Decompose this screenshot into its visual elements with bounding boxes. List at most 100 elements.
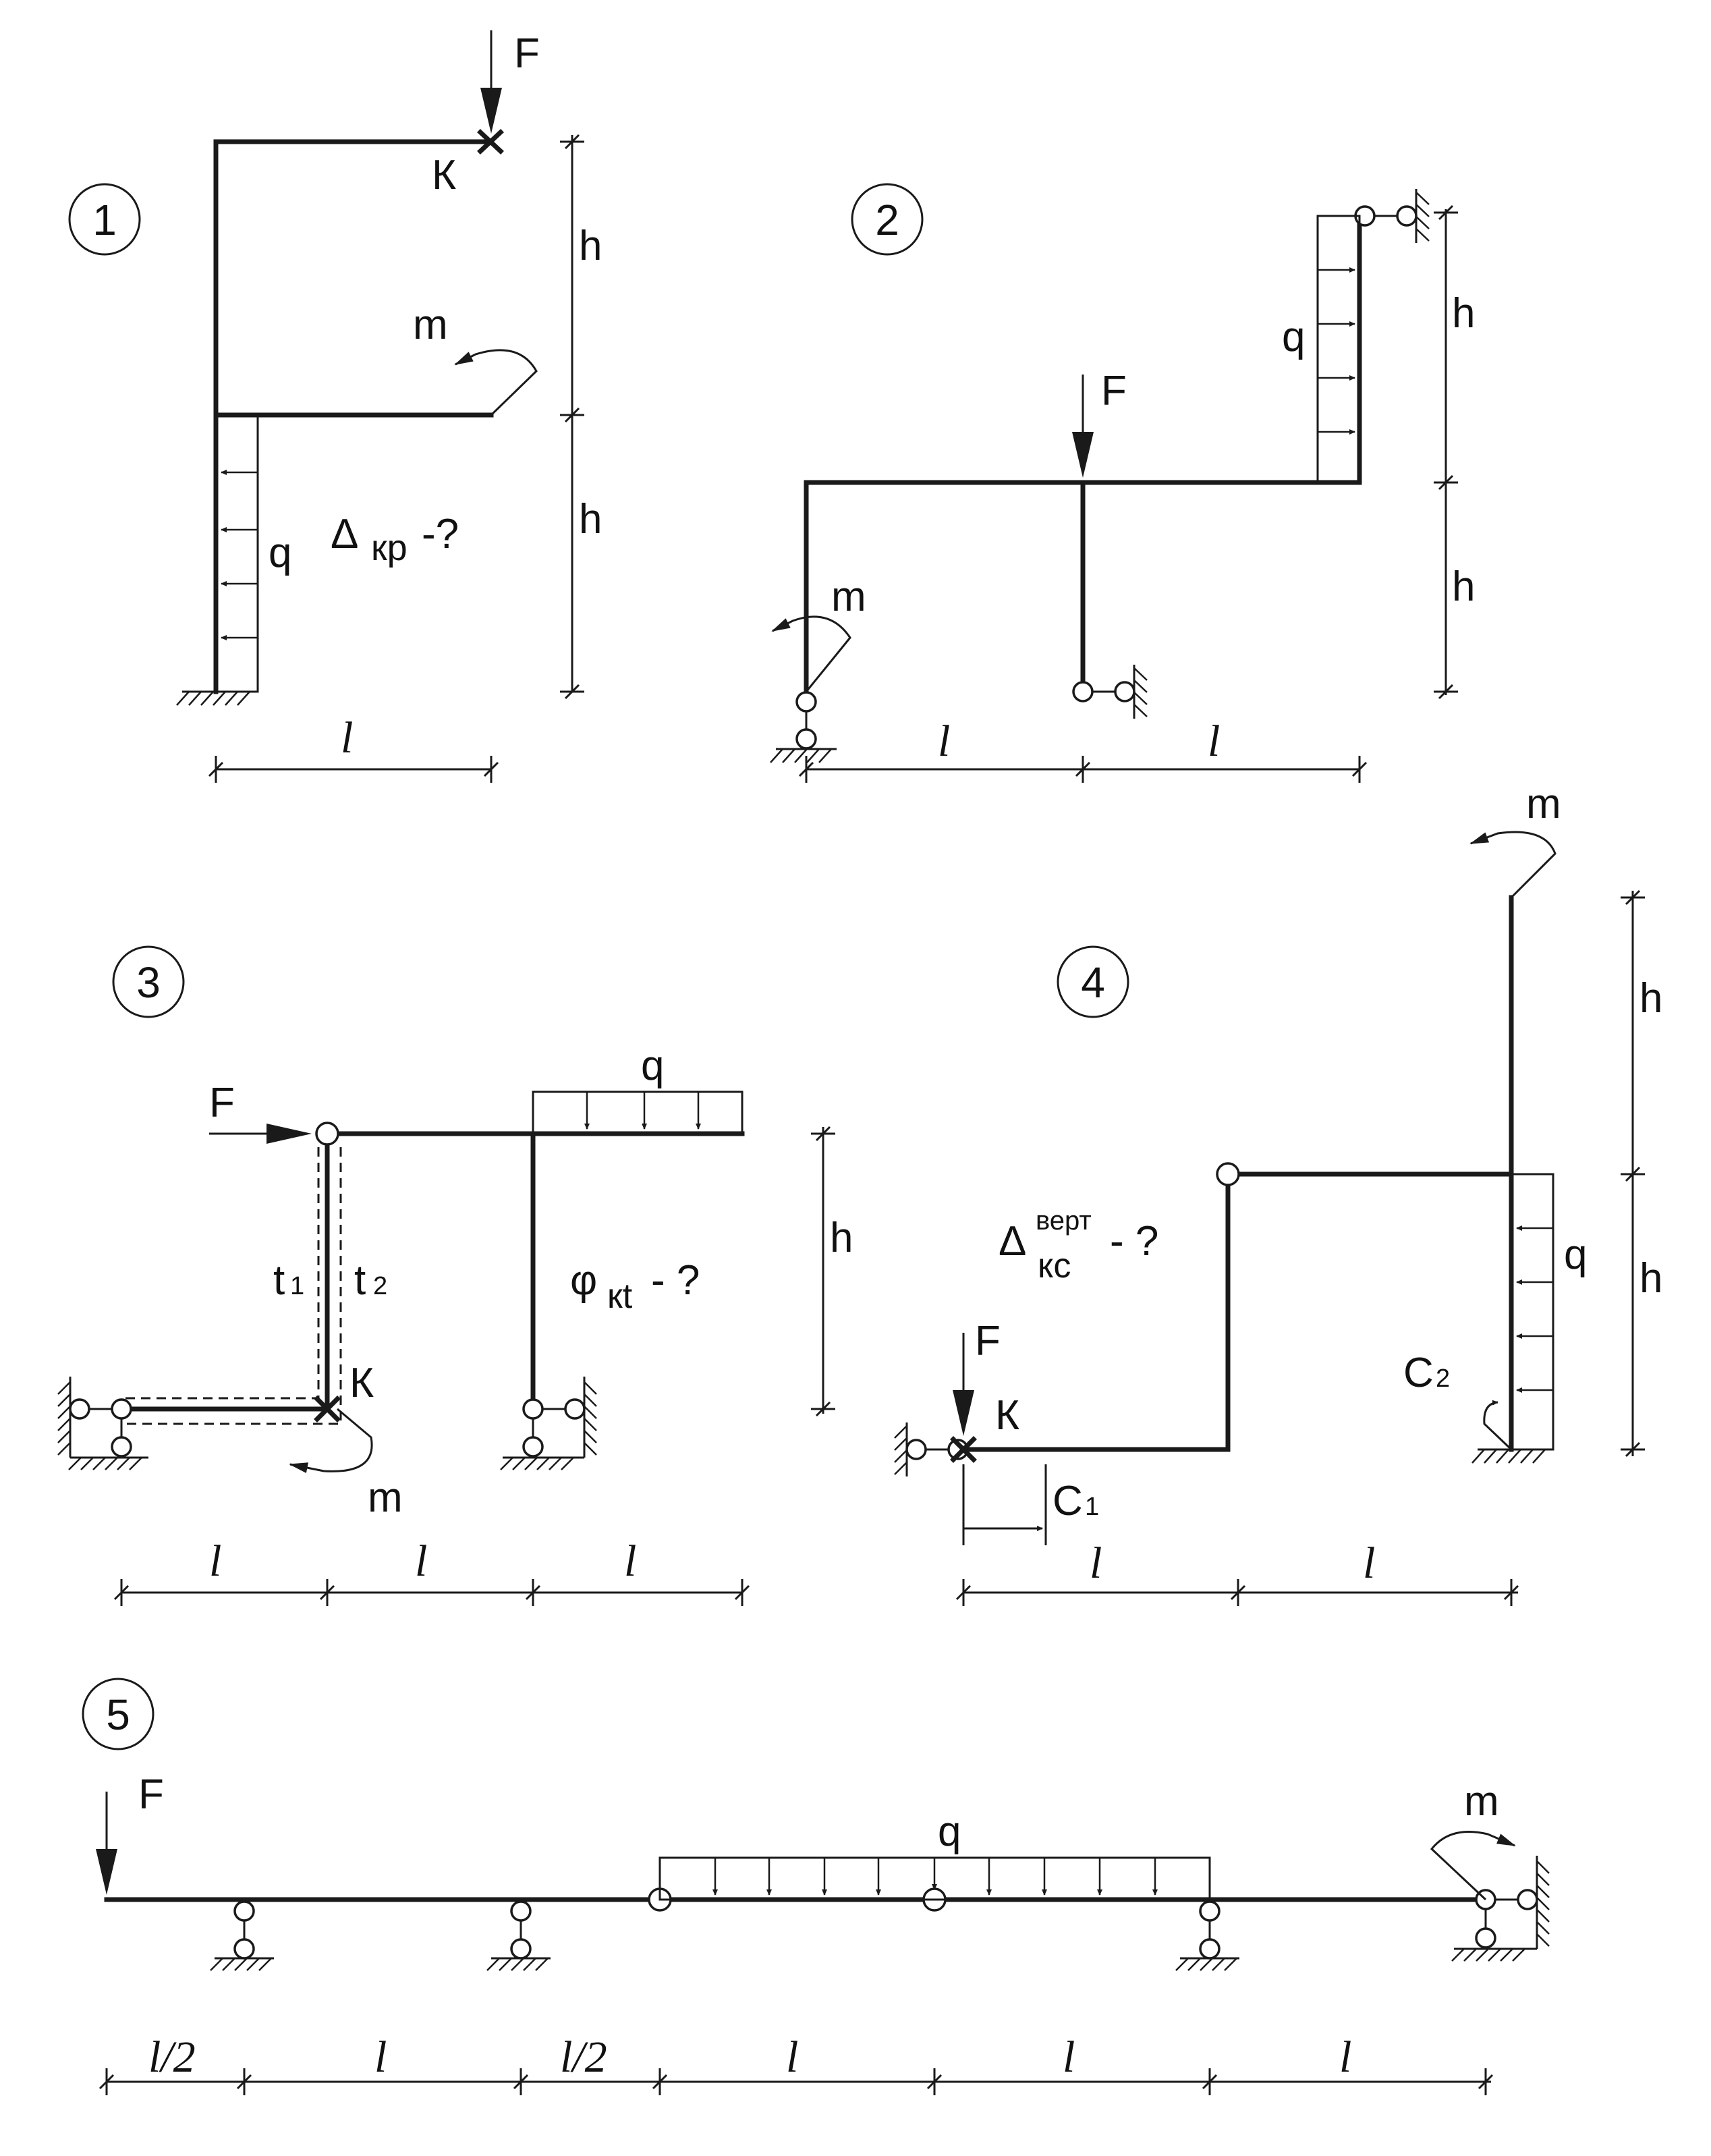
height-dimension (1621, 889, 1645, 1458)
moment-label: m (1464, 1778, 1499, 1825)
moment-label: m (368, 1474, 403, 1521)
length-label-half-2: l/2 (560, 2033, 607, 2082)
length-dimension (208, 756, 499, 783)
moment-arrow (289, 1408, 373, 1473)
c2-label: C 2 (1403, 1350, 1450, 1396)
scheme-2: 2 (770, 183, 1475, 783)
moment-arrow (771, 615, 851, 692)
load-label: q (641, 1043, 664, 1089)
scheme-number-circle (851, 183, 924, 256)
svg-text:C: C (1403, 1350, 1434, 1396)
point-k-marker (314, 1395, 341, 1422)
height-dimension (811, 1126, 835, 1417)
height-label: h (830, 1215, 853, 1261)
force-arrow (96, 1792, 117, 1895)
height-label-upper: h (1452, 290, 1475, 337)
point-k-marker (950, 1436, 977, 1463)
svg-text:Δ: Δ (331, 511, 358, 557)
svg-text:C: C (1053, 1478, 1083, 1524)
length-label-3: l (624, 1537, 636, 1586)
height-label-upper: h (579, 223, 602, 269)
height-label-lower: h (1452, 563, 1475, 610)
height-label-upper: h (1639, 975, 1662, 1022)
moment-label: m (1526, 781, 1561, 827)
top-hinge (315, 1122, 339, 1146)
distributed-load (658, 1856, 1211, 1901)
distributed-load (1316, 215, 1361, 484)
scheme-number: 3 (136, 958, 161, 1007)
temperature-t2-label: t 2 (354, 1257, 387, 1304)
svg-text:- ?: - ? (1110, 1218, 1158, 1265)
scheme-3: 3 (57, 945, 853, 1606)
length-dimension (99, 2068, 1494, 2095)
point-k-label: К (432, 152, 456, 198)
svg-text:кс: кс (1038, 1246, 1071, 1286)
svg-text:1: 1 (1085, 1493, 1099, 1521)
length-label-right: l (1208, 717, 1220, 766)
height-dimension (560, 134, 584, 700)
middle-link-support (1072, 665, 1148, 719)
scheme-number: 2 (875, 196, 899, 244)
left-pin-support (770, 691, 837, 763)
length-label-left: l (1090, 1539, 1102, 1588)
length-label: l (341, 713, 353, 763)
load-label: q (1282, 314, 1305, 360)
question-displacement: Δ кр -? (331, 511, 459, 568)
scheme-5: 5 (82, 1678, 1550, 2095)
force-label: F (209, 1080, 235, 1126)
svg-text:кр: кр (371, 528, 408, 568)
length-label-1: l (209, 1537, 221, 1586)
question-rotation: φ кt - ? (570, 1257, 700, 1316)
length-label-2: l (786, 2033, 798, 2082)
svg-text:1: 1 (290, 1272, 304, 1300)
length-label-left: l (938, 717, 950, 766)
height-label-lower: h (1639, 1255, 1662, 1302)
force-label: F (138, 1771, 164, 1818)
svg-text:Δ: Δ (999, 1218, 1026, 1265)
question-vertical-displacement: Δ верт кс - ? (999, 1206, 1158, 1286)
point-k-label: К (995, 1392, 1019, 1439)
point-k-label: К (349, 1360, 374, 1406)
scheme-number: 4 (1081, 958, 1105, 1007)
temperature-outline (121, 1147, 342, 1425)
support-1 (210, 1900, 274, 1971)
left-support (57, 1377, 148, 1470)
point-k-marker (477, 129, 504, 155)
svg-text:- ?: - ? (651, 1257, 700, 1304)
moment-arrow (1430, 1831, 1516, 1901)
svg-text:2: 2 (1436, 1364, 1450, 1393)
support-2 (486, 1900, 551, 1971)
distributed-load (215, 414, 259, 693)
svg-text:φ: φ (570, 1257, 597, 1304)
force-label: F (975, 1318, 1001, 1364)
right-end-support (1451, 1856, 1550, 1962)
svg-text:t: t (273, 1257, 285, 1304)
svg-text:2: 2 (373, 1272, 387, 1300)
scheme-1: 1 К F m (68, 30, 602, 783)
force-arrow (1072, 375, 1094, 478)
scheme-number-circle (82, 1678, 155, 1750)
distributed-load (1510, 1173, 1554, 1451)
length-label-3: l (1063, 2033, 1075, 2082)
svg-text:верт: верт (1036, 1206, 1092, 1236)
svg-text:t: t (354, 1257, 366, 1304)
scheme-number: 1 (92, 196, 117, 244)
force-arrow (953, 1333, 974, 1436)
force-arrow (480, 30, 502, 134)
scheme-number-circle (112, 945, 185, 1018)
moment-label: m (831, 574, 866, 620)
load-label: q (1564, 1232, 1587, 1278)
support-rotation-arrow (1483, 1400, 1513, 1451)
height-label-lower: h (579, 496, 602, 543)
load-label: q (938, 1808, 961, 1855)
moment-arrow (454, 349, 538, 416)
length-label-half-1: l/2 (148, 2033, 196, 2082)
top-hinge (1216, 1162, 1240, 1186)
scheme-4: 4 К (894, 781, 1662, 1606)
scheme-number-circle (1057, 945, 1129, 1018)
length-dimension (955, 1579, 1519, 1606)
length-label-right: l (1363, 1539, 1375, 1588)
force-label: F (1101, 368, 1127, 414)
frame-members (119, 1131, 745, 1412)
